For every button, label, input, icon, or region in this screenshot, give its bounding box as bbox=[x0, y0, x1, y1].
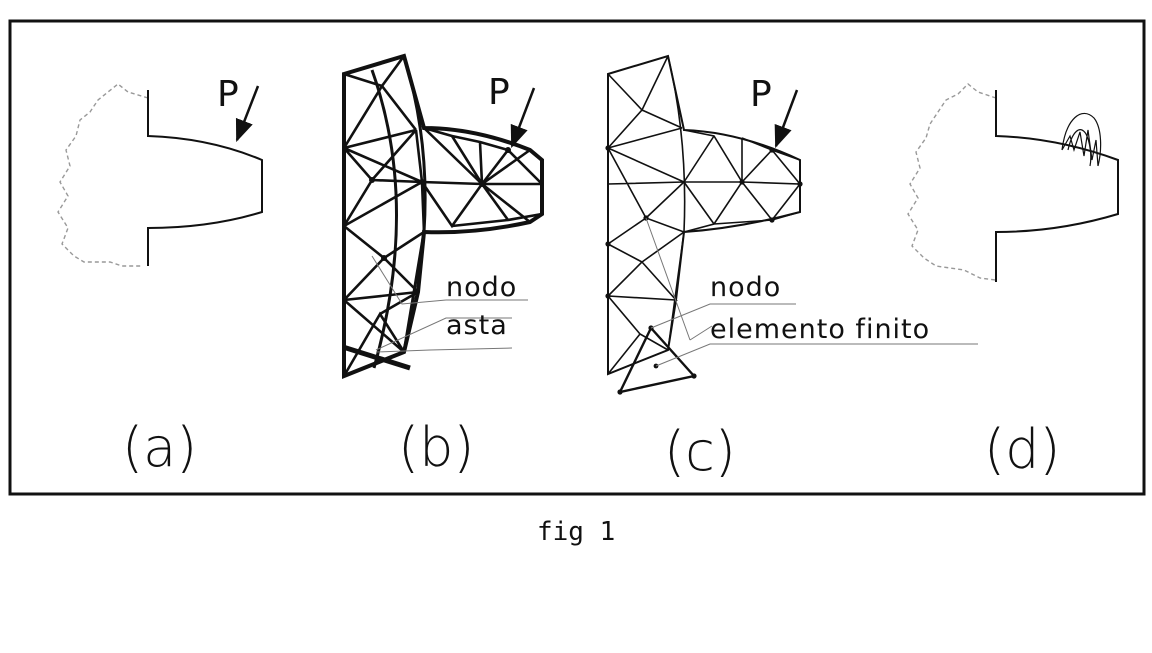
panel-b: P nodo asta (b) bbox=[342, 53, 544, 479]
panel-c-nodes bbox=[605, 145, 803, 299]
panel-b-label: (b) bbox=[398, 416, 474, 479]
panel-d-part-outline bbox=[995, 90, 1119, 282]
panel-c-element-label: elemento finito bbox=[710, 314, 930, 345]
panel-c-isolated-element bbox=[617, 325, 697, 394]
panel-c-node-label: nodo bbox=[710, 272, 781, 303]
panel-b-member-label: asta bbox=[446, 310, 508, 341]
panel-a: P (a) bbox=[57, 74, 263, 479]
panel-c-label: (c) bbox=[664, 420, 736, 483]
panel-c-load-arrow bbox=[774, 89, 799, 149]
panel-b-callout-lines bbox=[371, 255, 528, 353]
panel-b-isolated-member bbox=[342, 344, 411, 371]
figure-frame bbox=[8, 19, 1146, 496]
panel-b-outline bbox=[342, 53, 544, 379]
panel-d-label: (d) bbox=[984, 418, 1060, 481]
panel-c-callout-lines bbox=[645, 217, 978, 367]
panel-b-inner-arc bbox=[370, 55, 427, 369]
panel-b-truss-members bbox=[342, 55, 543, 377]
panel-b-nodes bbox=[369, 147, 511, 261]
panel-b-load-arrow bbox=[510, 87, 536, 149]
panel-c: P nodo elemento finito (c) bbox=[605, 54, 978, 483]
panel-d-pressure-bulb bbox=[1061, 112, 1102, 167]
panel-c-inner-arc bbox=[667, 55, 686, 351]
panel-a-ghost-teeth bbox=[57, 83, 149, 267]
panel-c-load-label: P bbox=[750, 74, 773, 115]
panel-a-load-label: P bbox=[217, 74, 240, 115]
panel-c-element-edges bbox=[606, 55, 802, 375]
panel-d: (d) bbox=[907, 83, 1119, 481]
panel-b-load-label: P bbox=[488, 72, 511, 113]
panel-a-part-outline bbox=[147, 90, 263, 266]
figure-caption: fig 1 bbox=[537, 517, 615, 547]
panel-d-ghost-teeth bbox=[907, 83, 997, 281]
panel-b-node-label: nodo bbox=[446, 272, 517, 303]
panel-a-label: (a) bbox=[122, 416, 197, 479]
panel-a-load-arrow bbox=[235, 85, 260, 143]
